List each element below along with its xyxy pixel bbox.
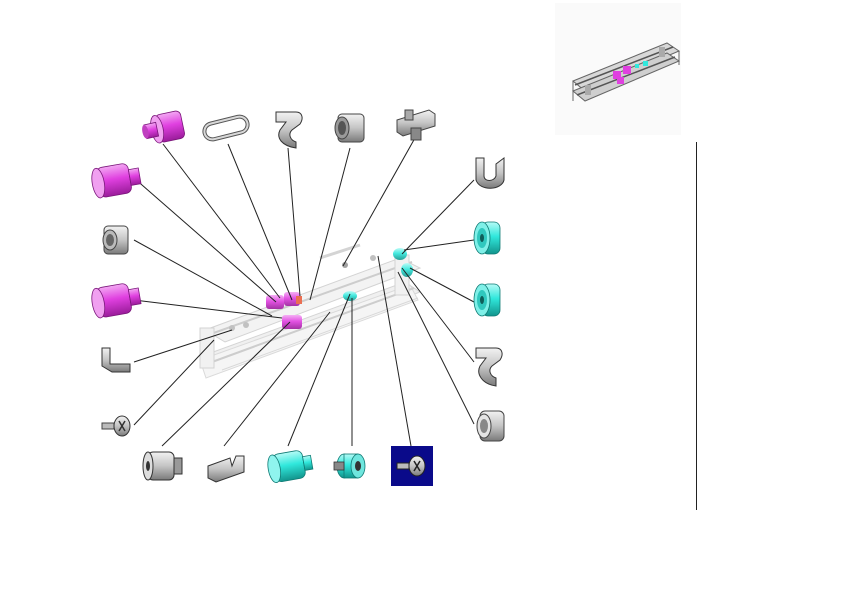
cyan-wheel-icon — [473, 283, 501, 317]
assembly-thumbnail-icon — [572, 42, 681, 102]
screw-icon — [396, 455, 426, 477]
bushing-top[interactable] — [334, 113, 365, 143]
belt-loop[interactable] — [202, 114, 250, 142]
u-bracket-right[interactable] — [475, 157, 505, 189]
roller-left-lower[interactable] — [90, 281, 142, 319]
screw-selected[interactable] — [391, 446, 433, 486]
bushing-icon — [334, 113, 365, 143]
central-assembly — [199, 243, 422, 379]
cyan-gear-bottom[interactable] — [333, 453, 366, 479]
roller-top-magenta[interactable] — [140, 110, 186, 146]
magenta-roller-icon — [91, 283, 142, 319]
assembly-thumbnail[interactable] — [555, 3, 681, 135]
cyan-wheel-icon — [473, 221, 501, 255]
magenta-roller-icon — [91, 163, 142, 199]
cyan-roller-icon — [267, 450, 314, 484]
arm-bracket-icon — [101, 347, 131, 373]
screw-icon — [101, 415, 131, 437]
hook-bracket-top[interactable] — [275, 111, 303, 149]
hook-bracket-icon — [475, 347, 503, 387]
belt-loop-icon — [202, 114, 250, 142]
bushing-icon — [476, 410, 505, 442]
l-bracket-icon — [207, 455, 245, 483]
hook-bracket-icon — [275, 111, 303, 149]
cyan-wheel-upper[interactable] — [473, 221, 501, 255]
cyan-wheel-lower[interactable] — [473, 283, 501, 317]
bushing-left[interactable] — [102, 225, 129, 255]
divider-line — [696, 142, 697, 510]
bushing-right[interactable] — [476, 410, 505, 442]
leader-lines — [133, 137, 475, 447]
hook-bracket-right[interactable] — [475, 347, 503, 387]
spacer-bottom[interactable] — [142, 451, 183, 481]
screw-left[interactable] — [101, 415, 131, 437]
bushing-icon — [102, 225, 129, 255]
u-bracket-icon — [475, 157, 505, 189]
l-bracket-bottom[interactable] — [207, 455, 245, 483]
cyan-roller-bottom[interactable] — [266, 448, 314, 484]
clamp-bracket-icon — [396, 109, 436, 141]
cyan-gear-icon — [333, 453, 366, 479]
magenta-roller-icon — [142, 110, 185, 144]
spacer-icon — [142, 451, 183, 481]
clamp-bracket[interactable] — [396, 109, 436, 141]
roller-left-upper[interactable] — [90, 161, 142, 199]
arm-bracket[interactable] — [101, 347, 131, 373]
